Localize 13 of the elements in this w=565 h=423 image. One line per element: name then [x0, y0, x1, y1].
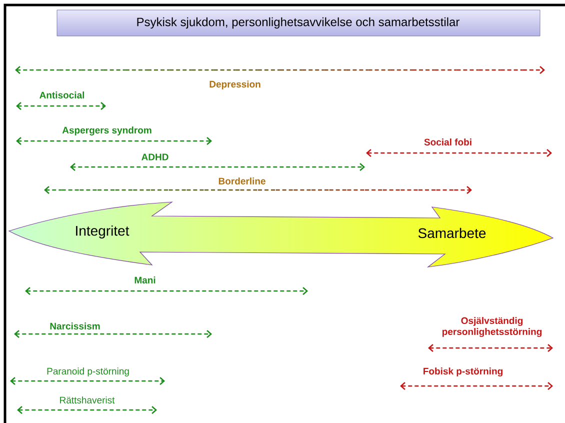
range-label: ADHD [142, 154, 168, 160]
range-label: Mani [134, 276, 156, 284]
range-label: Osjälvständig personlighetsstörning [442, 317, 542, 337]
range-label: Antisocial [40, 92, 84, 98]
range-label: Narcissism [50, 322, 100, 330]
range-label: Depression [210, 80, 260, 90]
range-label: Social fobi [424, 138, 472, 146]
range-label: Fobisk p-störning [424, 368, 502, 376]
range-label: Paranoid p-störning [47, 368, 129, 376]
range-label: Borderline [218, 178, 266, 184]
title-box: Psykisk sjukdom, personlighetsavvikelse och samarbetsstilar [56, 10, 540, 36]
range-label: Rättshaverist [60, 396, 115, 404]
range-label: Aspergers syndrom [62, 126, 152, 136]
